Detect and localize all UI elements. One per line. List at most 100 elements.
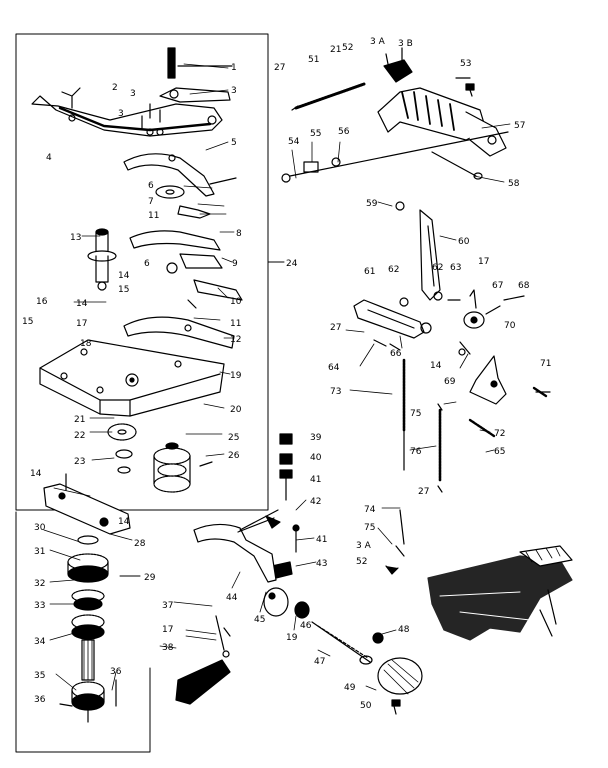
callout-43: 43 <box>316 559 327 569</box>
callout-13: 13 <box>70 233 81 243</box>
callout-4: 4 <box>46 153 52 163</box>
callout-1: 1 <box>231 63 237 73</box>
callout-63: 63 <box>450 263 461 273</box>
callout-76: 76 <box>410 447 422 457</box>
callout-62: 62 <box>388 265 399 275</box>
callout-36: 36 <box>110 667 122 677</box>
callout-27b: 27 <box>330 323 341 333</box>
callout-58: 58 <box>508 179 520 189</box>
callout-62b: 62 <box>432 263 443 273</box>
callout-70: 70 <box>504 321 516 331</box>
callout-14b: 14 <box>76 299 88 309</box>
callout-40: 40 <box>310 453 322 463</box>
callout-54: 54 <box>288 137 300 147</box>
callout-46: 46 <box>300 621 312 631</box>
callout-72: 72 <box>494 429 505 439</box>
callout-26: 26 <box>228 451 240 461</box>
callout-59: 59 <box>366 199 378 209</box>
callout-60: 60 <box>458 237 470 247</box>
callout-6b: 6 <box>144 259 150 269</box>
bracket-upper-assembly <box>15 33 269 511</box>
part-52-clip <box>383 47 413 83</box>
callout-42: 42 <box>310 497 321 507</box>
callout-25: 25 <box>228 433 239 443</box>
callout-27c: 27 <box>418 487 429 497</box>
part-5-lever <box>123 153 237 197</box>
callout-48: 48 <box>398 625 410 635</box>
callout-37: 37 <box>162 601 173 611</box>
callout-47: 47 <box>314 657 325 667</box>
part-1-pin <box>167 47 233 79</box>
callout-65: 65 <box>494 447 505 457</box>
callout-75b: 75 <box>364 523 375 533</box>
callout-73: 73 <box>330 387 341 397</box>
callout-labels: 1 2 3 3 3 4 5 6 7 11 8 13 6 9 24 14 15 1… <box>22 37 551 711</box>
callout-21: 21 <box>74 415 85 425</box>
callout-41: 41 <box>310 475 321 485</box>
callout-3A-top: 3 A <box>370 37 386 47</box>
machine-overview-sketch <box>427 545 573 641</box>
callout-23: 23 <box>74 457 85 467</box>
part-4-lever <box>31 95 223 137</box>
part-45-49-knob-shaft <box>263 587 423 715</box>
callout-33: 33 <box>34 601 45 611</box>
callout-3B-top: 3 B <box>398 39 413 49</box>
callout-52b: 52 <box>356 557 367 567</box>
part-59-60-slotted-link <box>395 201 441 301</box>
callout-9: 9 <box>232 259 238 269</box>
callout-30: 30 <box>34 523 46 533</box>
callout-29: 29 <box>144 573 156 583</box>
callout-52: 52 <box>342 43 353 53</box>
callout-27a: 27 <box>274 63 285 73</box>
callout-21b: 21 <box>330 45 341 55</box>
part-38-lever <box>175 615 231 705</box>
callout-44: 44 <box>226 593 238 603</box>
callout-20: 20 <box>230 405 242 415</box>
callout-56: 56 <box>338 127 350 137</box>
callout-12: 12 <box>230 335 241 345</box>
callout-69: 69 <box>444 377 456 387</box>
callout-8: 8 <box>236 229 242 239</box>
part-21-25-gears <box>107 423 213 493</box>
callout-50: 50 <box>360 701 372 711</box>
callout-66: 66 <box>390 349 402 359</box>
callout-35: 35 <box>34 671 45 681</box>
leader-lines <box>43 63 511 691</box>
callout-3b: 3 <box>118 109 124 119</box>
part-44-lever <box>193 509 279 583</box>
callout-7: 7 <box>148 197 154 207</box>
callout-67: 67 <box>492 281 503 291</box>
callout-16: 16 <box>36 297 48 307</box>
callout-17b: 17 <box>162 625 173 635</box>
callout-5: 5 <box>231 138 237 148</box>
callout-45: 45 <box>254 615 265 625</box>
callout-24: 24 <box>286 259 298 269</box>
callout-55: 55 <box>310 129 321 139</box>
callout-15: 15 <box>118 285 129 295</box>
callout-74: 74 <box>364 505 376 515</box>
part-54-58-rod <box>281 131 509 183</box>
callout-14d: 14 <box>118 517 130 527</box>
part-72-76-springs <box>385 358 496 575</box>
callout-39: 39 <box>310 433 322 443</box>
callout-49: 49 <box>344 683 356 693</box>
callout-53: 53 <box>460 59 471 69</box>
callout-3: 3 <box>231 86 237 96</box>
callout-3A-lower: 3 A <box>356 541 372 551</box>
callout-18: 18 <box>80 339 92 349</box>
part-6-cam <box>155 185 211 219</box>
callout-36b: 36 <box>34 695 46 705</box>
part-61-slotted-plate <box>353 297 432 351</box>
callout-57: 57 <box>514 121 525 131</box>
callout-28: 28 <box>134 539 146 549</box>
callout-6: 6 <box>148 181 154 191</box>
part-51-spring <box>291 82 366 111</box>
part-28-link <box>43 473 131 535</box>
callout-22: 22 <box>74 431 85 441</box>
callout-68: 68 <box>518 281 530 291</box>
callout-61: 61 <box>364 267 375 277</box>
part-2-screw <box>61 87 81 109</box>
part-57-housing <box>377 87 507 157</box>
callout-38: 38 <box>162 643 174 653</box>
